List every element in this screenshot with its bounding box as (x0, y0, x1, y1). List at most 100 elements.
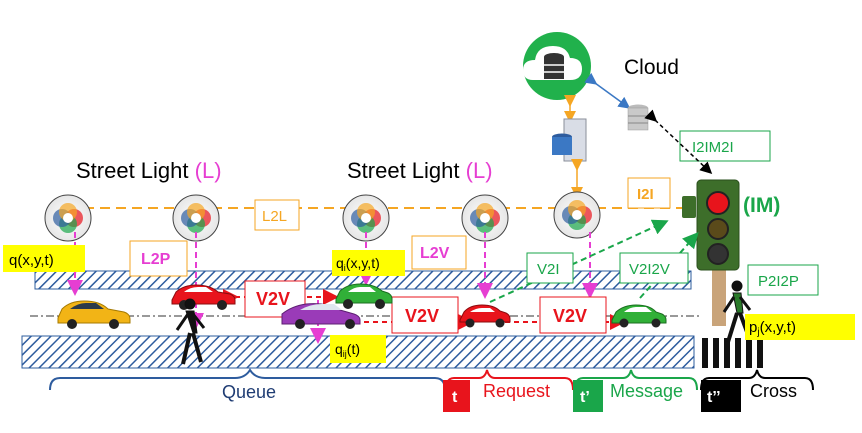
street-light-label-2: Street Light (L) (347, 158, 493, 183)
street-light-icon (172, 194, 220, 242)
message-time-bg (573, 380, 603, 412)
cloud-db-body (544, 57, 564, 79)
cross-time-bg (701, 380, 741, 412)
server-db-body (552, 137, 572, 155)
request-label: Request (483, 381, 550, 401)
ped-arm (722, 296, 736, 313)
i2im2i-link (644, 109, 713, 175)
cloud-label: Cloud (624, 56, 679, 79)
pedestrian-1-icon (175, 298, 206, 365)
crosswalk-stripes (702, 338, 763, 368)
request-time-label: t (452, 389, 458, 406)
car-wheel (651, 318, 661, 328)
car-red-2-icon (459, 304, 511, 328)
queue-brace (49, 368, 446, 391)
street-light-label-1-tag: (L) (195, 158, 222, 183)
street-light-core (191, 213, 201, 223)
car-wheel (109, 319, 119, 329)
street-light-label-1: Street Light (L) (76, 158, 222, 183)
pj-rest: (x,y,t) (760, 319, 796, 336)
v2v-box-3 (539, 296, 607, 334)
street-light-icon (461, 194, 509, 242)
car-wheel (495, 318, 505, 328)
car-yellow-icon (57, 300, 131, 329)
car-wheel (295, 319, 305, 329)
cross-label: Cross (750, 381, 797, 401)
ped-arm (191, 313, 206, 329)
message-label: Message (610, 381, 683, 401)
street-light-icon (44, 194, 92, 242)
car-window (470, 308, 495, 312)
v2i-label: V2I (537, 261, 560, 278)
traffic-light-icon (682, 179, 740, 326)
v2i2v-box (619, 252, 689, 284)
qi-rest: (x,y,t) (346, 255, 380, 271)
ped-leg (191, 332, 203, 363)
p2i2p-label: P2I2P (758, 273, 799, 290)
ped-head (184, 298, 196, 310)
cross-brace (700, 369, 814, 391)
street-light-icons (44, 191, 601, 242)
p2i2p-box (747, 264, 819, 296)
queue-label: Queue (222, 382, 276, 402)
car-green-1-icon (335, 283, 393, 309)
message-brace (574, 369, 698, 391)
v2v-label-2: V2V (405, 306, 439, 326)
car-wheel (619, 318, 629, 328)
qij-pos-bg (330, 335, 386, 363)
pj-position-label: pj(x,y,t) (749, 319, 796, 338)
cloud-db-link (584, 72, 631, 109)
v2v-label-1: V2V (256, 289, 290, 309)
car-window (624, 307, 652, 312)
ped-leg (726, 312, 739, 343)
qi-position-label: qi(x,y,t) (336, 255, 380, 273)
l2l-label: L2L (262, 208, 287, 225)
traffic-light-label: (IM) (743, 194, 780, 217)
car-body (459, 304, 511, 323)
small-database-icon (627, 104, 649, 131)
ped-body (732, 292, 744, 314)
ped-arm (175, 313, 190, 331)
tl-yellow-lamp (707, 218, 729, 240)
crosswalk (700, 338, 772, 368)
q-pos-bg (3, 245, 85, 272)
street-light-core (572, 210, 582, 220)
pj-pos-bg (745, 314, 855, 340)
street-light-icon (342, 194, 390, 242)
street-light-core (480, 213, 490, 223)
car-window (348, 287, 376, 292)
car-wheel (375, 299, 385, 309)
sdb-body (627, 107, 649, 131)
car-window (184, 287, 213, 292)
message-time-label: t’ (580, 389, 590, 406)
tl-red-lamp (706, 191, 730, 215)
cw-stripe (724, 338, 730, 368)
i2i-box (627, 177, 671, 209)
v2i-box (526, 252, 574, 284)
car-window (300, 304, 342, 310)
v2v-box-2 (391, 296, 459, 334)
l2v-box (411, 235, 467, 270)
i2i-label: I2I (637, 186, 654, 203)
cw-stripe (702, 338, 708, 368)
car-purple-icon (281, 303, 361, 329)
street-light-icon (553, 191, 601, 239)
street-light-core (63, 213, 73, 223)
i2im2i-label: I2IM2I (692, 139, 734, 156)
request-time-bg (443, 380, 470, 412)
tl-hood-left (682, 196, 696, 218)
car-wheel (217, 300, 227, 310)
qij-sub: ij (343, 349, 347, 359)
car-wheel (343, 299, 353, 309)
street-light-label-2-tag: (L) (466, 158, 493, 183)
l2v-label: L2V (420, 245, 450, 262)
v2i-link (489, 219, 669, 303)
pj-sub: j (756, 327, 759, 338)
cross-time-label: t’’ (707, 389, 721, 406)
server-icon (552, 118, 587, 162)
l2p-box (129, 240, 188, 277)
car-window (70, 303, 104, 309)
car-wheel (67, 319, 77, 329)
cw-stripe (746, 338, 752, 368)
street-light-label-2-text: Street Light (347, 158, 466, 183)
